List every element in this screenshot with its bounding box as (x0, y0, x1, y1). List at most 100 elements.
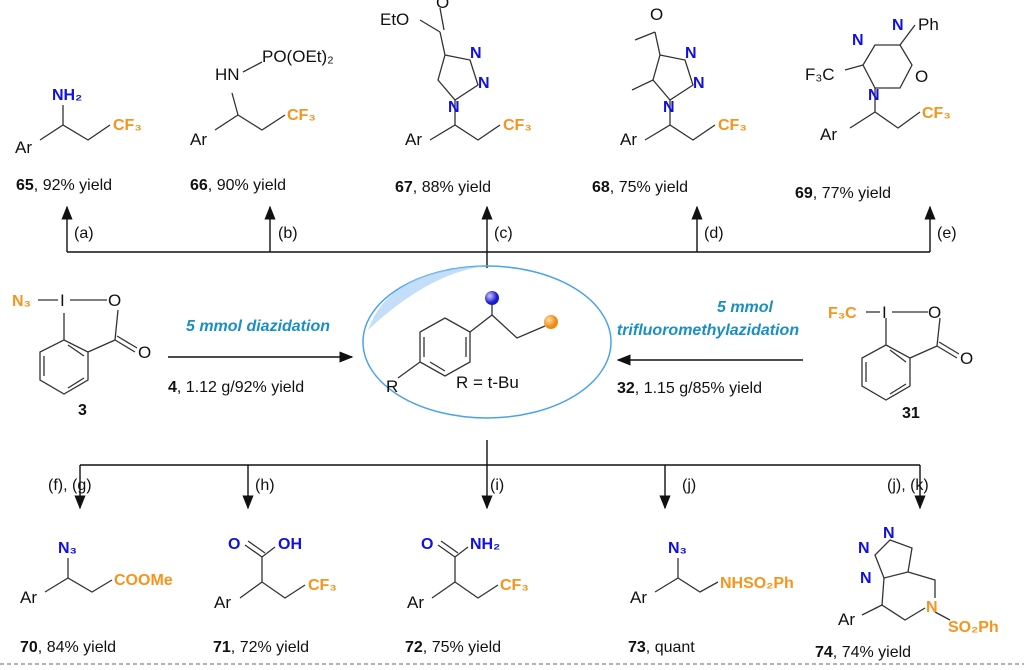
top_products-3-groups-3: N (663, 99, 675, 116)
bottom_products-1-groups-1: OH (278, 536, 302, 553)
svg-text:74, 74% yield: 74, 74% yield (815, 644, 911, 661)
step-i: (i) (490, 477, 504, 494)
step-c: (c) (494, 225, 513, 242)
left_reaction-reagent-num: 3 (78, 402, 87, 419)
top_products-4-groups-6: CF₃ (922, 105, 951, 122)
svg-text:32, 1.15 g/85% yield: 32, 1.15 g/85% yield (617, 380, 762, 397)
svg-text:71, 72% yield: 71, 72% yield (213, 639, 309, 656)
right_reaction-product_text: , 1.15 g/85% yield (635, 380, 762, 397)
top_products-2-groups-1: O (436, 0, 449, 12)
step-j: (j) (682, 477, 696, 494)
svg-text:65, 92% yield: 65, 92% yield (16, 177, 112, 194)
top_products-4-text: , 77% yield (813, 185, 891, 202)
right_reaction-product_num: 32 (617, 380, 635, 397)
compound-69: N N Ph F₃C N O CF₃ Ar 69, 77% yield (795, 15, 951, 202)
top_products-0-groups-2: Ar (15, 138, 32, 157)
bottom_products-2-groups-0: O (421, 536, 433, 553)
top_products-4-groups-1: N (892, 17, 904, 34)
compound-72: O NH₂ CF₃ Ar 72, 75% yield (405, 536, 529, 656)
bottom_products-4-num: 74 (815, 644, 833, 661)
left-reaction: N₃ I O O 3 5 mmol diazidation 4, 1.12 g/… (12, 291, 354, 419)
bottom_products-3-groups-1: NHSO₂Ph (720, 575, 794, 592)
top_products-4-groups-2: Ph (918, 15, 939, 34)
central-substrate: R R = t-Bu (362, 265, 612, 419)
step-h: (h) (255, 477, 275, 494)
top_products-3-groups-5: Ar (620, 130, 637, 149)
top_products-0-groups-0: NH₂ (52, 87, 82, 104)
bottom_products-3-text: , quant (646, 639, 695, 656)
right_reaction-condition_line1: 5 mmol (717, 299, 774, 316)
step-d: (d) (704, 225, 724, 242)
bottom_products-1-num: 71 (213, 639, 231, 656)
bottom_products-2-num: 72 (405, 639, 423, 656)
top_products-3-groups-0: O (650, 5, 663, 24)
compound-74: N N N N SO₂Ph Ar 74, 74% yield (815, 525, 999, 661)
svg-text:68, 75% yield: 68, 75% yield (592, 179, 688, 196)
bottom_products-0-text: , 84% yield (38, 639, 116, 656)
left_reaction-reagent-n3: N₃ (12, 293, 31, 310)
bottom_products-0-groups-2: Ar (20, 588, 37, 607)
top_products-4-num: 69 (795, 185, 813, 202)
bottom_products-1-groups-3: Ar (214, 593, 231, 612)
compound-65: NH₂ CF₃ Ar 65, 92% yield (15, 87, 142, 194)
top_products-3-groups-1: N (685, 45, 697, 62)
bottom_products-2-groups-1: NH₂ (470, 536, 500, 553)
bottom_products-4-groups-0: N (883, 525, 895, 542)
right_reaction-reagent-o2: O (960, 349, 973, 368)
bottom_products-0-num: 70 (20, 639, 38, 656)
bottom_products-2-groups-3: Ar (407, 593, 424, 612)
svg-text:66, 90% yield: 66, 90% yield (190, 177, 286, 194)
bottom_products-3-num: 73 (628, 639, 646, 656)
compound-70: N₃ COOMe Ar 70, 84% yield (20, 540, 173, 656)
bottom_products-3-groups-0: N₃ (668, 540, 687, 557)
top_products-3-groups-2: N (693, 75, 705, 92)
top_products-4-groups-7: Ar (820, 125, 837, 144)
right-reaction: 5 mmol trifluoromethylazidation 32, 1.15… (616, 299, 973, 422)
bottom_products-4-groups-2: N (860, 570, 872, 587)
step-e: (e) (937, 225, 957, 242)
compound-71: O OH CF₃ Ar 71, 72% yield (213, 536, 337, 656)
svg-text:70, 84% yield: 70, 84% yield (20, 639, 116, 656)
left_reaction-reagent-o1: O (108, 291, 121, 310)
bottom_products-3-groups-2: Ar (630, 588, 647, 607)
top_products-0-num: 65 (16, 177, 34, 194)
bottom_products-1-text: , 72% yield (231, 639, 309, 656)
top_products-4-groups-5: O (915, 67, 928, 86)
step-b: (b) (278, 225, 298, 242)
svg-text:72, 75% yield: 72, 75% yield (405, 639, 501, 656)
step-a: (a) (74, 225, 94, 242)
top_products-2-num: 67 (395, 179, 413, 196)
center-r_label: R (386, 377, 398, 396)
right_reaction-condition_line2: trifluoromethylazidation (617, 322, 799, 339)
center-r_eq: R = t-Bu (456, 373, 519, 392)
left_reaction-product_num: 4 (168, 379, 177, 396)
top_products-2-text: , 88% yield (413, 179, 491, 196)
top_products-4-groups-0: N (852, 32, 864, 49)
compound-67: EtO O N N N CF₃ Ar 67, 88% yield (380, 0, 532, 196)
step-j-k: (j), (k) (887, 477, 929, 494)
top_products-1-groups-2: CF₃ (287, 107, 316, 124)
compound-68: O N N N CF₃ Ar 68, 75% yield (592, 5, 747, 196)
left_reaction-reagent-o2: O (138, 343, 151, 362)
radical-site-ball (544, 315, 558, 329)
right_reaction-reagent-i: I (882, 303, 887, 322)
step-f-g: (f), (g) (48, 477, 92, 494)
top_products-2-groups-6: Ar (405, 130, 422, 149)
top_products-0-groups-1: CF₃ (113, 117, 142, 134)
top_products-3-text: , 75% yield (610, 179, 688, 196)
top_products-2-groups-0: EtO (380, 10, 409, 29)
bottom_products-2-groups-2: CF₃ (500, 577, 529, 594)
bottom_products-4-groups-3: N (926, 599, 938, 616)
top_products-2-groups-3: N (478, 75, 490, 92)
top_products-1-groups-1: PO(OEt)₂ (262, 47, 334, 66)
top-branch: (a) (b) (c) (d) (e) (61, 205, 957, 268)
top_products-1-text: , 90% yield (208, 177, 286, 194)
top_products-4-groups-4: N (868, 87, 880, 104)
right_reaction-reagent-o1: O (928, 303, 941, 322)
top_products-1-num: 66 (190, 177, 208, 194)
top_products-4-groups-3: F₃C (805, 65, 835, 84)
left_reaction-reagent-i: I (60, 291, 65, 310)
compound-73: N₃ NHSO₂Ph Ar 73, quant (628, 540, 794, 656)
right_reaction-reagent-num: 31 (902, 405, 920, 422)
